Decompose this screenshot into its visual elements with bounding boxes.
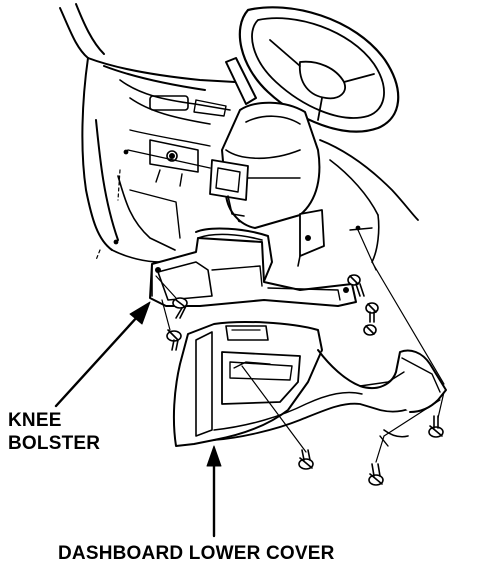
dashboard-body bbox=[59, 3, 419, 263]
screw-bottom-right-2 bbox=[428, 415, 444, 438]
knee-bolster-label-line1: KNEE bbox=[8, 410, 62, 431]
screw-right-upper bbox=[347, 274, 365, 297]
screw-left-lower bbox=[166, 329, 182, 351]
knee-bolster-label-line2: BOLSTER bbox=[8, 433, 101, 454]
knee-bolster bbox=[149, 227, 357, 307]
screw-right-lower bbox=[363, 324, 377, 336]
screw-right-mid bbox=[365, 302, 379, 323]
steering-column bbox=[209, 57, 325, 267]
knee-bolster-label: KNEE BOLSTER bbox=[8, 409, 100, 455]
screw-bottom-right-1 bbox=[368, 463, 384, 486]
steering-wheel bbox=[238, 6, 400, 133]
screw-center-bottom bbox=[298, 449, 314, 470]
alignment-lines bbox=[155, 229, 445, 463]
screw-left-upper bbox=[172, 297, 188, 319]
dashboard-lower-cover-arrow bbox=[206, 445, 222, 538]
dashboard-lower-cover bbox=[172, 321, 447, 447]
knee-bolster-arrow bbox=[54, 301, 151, 408]
dashboard-lower-cover-label: DASHBOARD LOWER COVER bbox=[58, 543, 335, 564]
